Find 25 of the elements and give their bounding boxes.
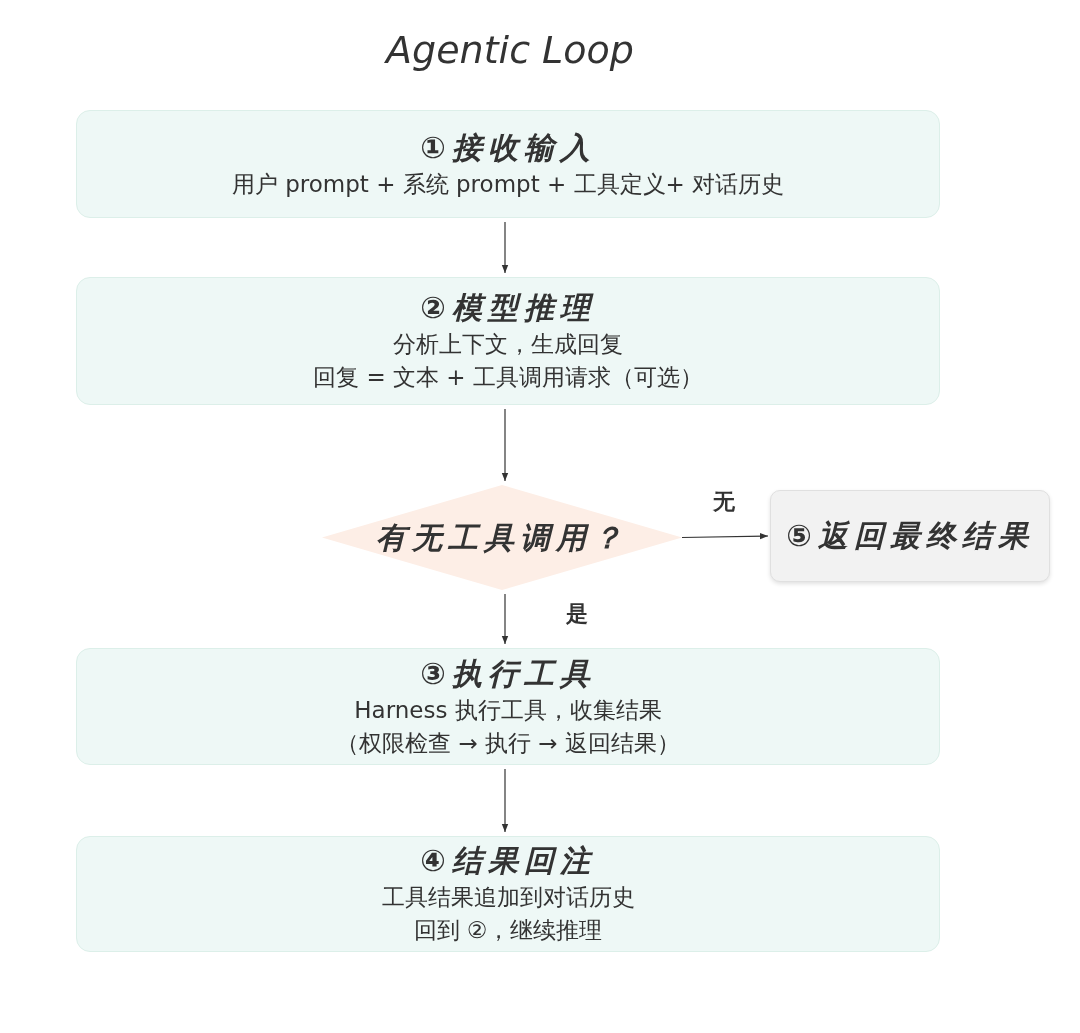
- box-heading: ②模型推理: [420, 289, 596, 327]
- arrow: [681, 532, 769, 540]
- box-text: （权限检查 → 执行 → 返回结果）: [336, 728, 680, 758]
- arrow: [501, 593, 509, 645]
- arrow: [501, 408, 509, 482]
- box-text: 分析上下文，生成回复: [393, 330, 623, 359]
- arrow: [501, 221, 509, 274]
- diagram-title: Agentic Loop: [386, 28, 634, 72]
- box-heading: ⑤返回最终结果: [786, 517, 1034, 555]
- arrow: [501, 768, 509, 833]
- end-box: [770, 490, 1050, 582]
- box-text: 工具结果追加到对话历史: [381, 883, 635, 912]
- box-text: 回复 = 文本 + 工具调用请求（可选）: [313, 363, 703, 392]
- box-text: 用户 prompt + 系统 prompt + 工具定义+ 对话历史: [231, 169, 785, 199]
- process-box: [76, 277, 940, 405]
- box-text: 回到 ②，继续推理: [413, 916, 603, 945]
- box-heading: ④结果回注: [420, 842, 596, 880]
- decision-diamond: [322, 485, 682, 590]
- process-box: [76, 836, 940, 952]
- box-text: Harness 执行工具，收集结果: [354, 695, 662, 725]
- process-box: [76, 648, 940, 765]
- process-box: [76, 110, 940, 218]
- box-heading: ③执行工具: [420, 654, 596, 693]
- box-heading: ①接收输入: [420, 128, 596, 167]
- decision-text: 有无工具调用？: [376, 518, 628, 557]
